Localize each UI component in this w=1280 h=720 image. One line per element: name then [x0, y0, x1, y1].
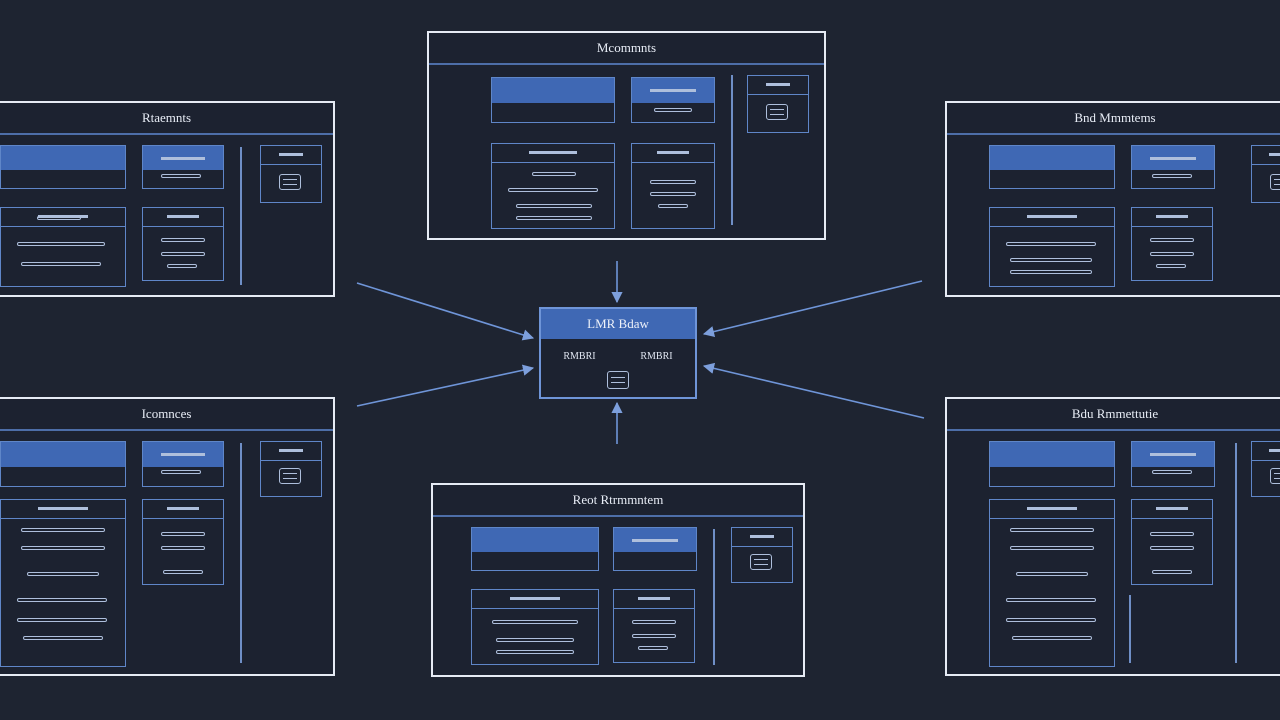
- hub-label-right: RMBRI: [640, 351, 673, 362]
- central-hub-node: LMR Bdaw RMBRI RMBRI: [539, 307, 697, 399]
- divider: [240, 147, 242, 285]
- hub-label-left: RMBRI: [563, 351, 596, 362]
- divider: [1235, 443, 1237, 663]
- divider: [1129, 595, 1131, 663]
- connector-bottom-left: [356, 364, 535, 407]
- header-block: [0, 441, 126, 487]
- form-widget: [1131, 499, 1213, 585]
- form-widget: [142, 499, 224, 585]
- header-block: [989, 441, 1115, 487]
- divider: [731, 75, 733, 225]
- panel-top-right: Bnd Mmmtems: [945, 101, 1280, 297]
- connector-top-left: [356, 282, 535, 341]
- list-widget: [0, 499, 126, 667]
- form-widget: [1131, 207, 1213, 281]
- window-icon: [279, 174, 301, 190]
- panel-title: Bdu Rmmettutie: [947, 399, 1280, 431]
- connector-top-right: [702, 280, 923, 338]
- divider: [713, 529, 715, 665]
- window-widget: [1251, 145, 1280, 203]
- header-block: [471, 527, 599, 571]
- list-widget: [989, 499, 1115, 667]
- list-widget: [491, 143, 615, 229]
- panel-top-center: Mcommnts: [427, 31, 826, 240]
- header-block: [0, 145, 126, 189]
- connector-bottom-right: [702, 362, 925, 419]
- form-widget: [631, 143, 715, 229]
- window-icon: [766, 104, 788, 120]
- panel-bottom-right: Bdu Rmmettutie: [945, 397, 1280, 676]
- window-icon: [750, 554, 772, 570]
- list-widget: [471, 589, 599, 665]
- window-icon: [1270, 468, 1280, 484]
- panel-title: Reot Rtrmmntem: [433, 485, 803, 517]
- header-block: [1131, 145, 1215, 189]
- window-icon: [1270, 174, 1280, 190]
- list-widget: [989, 207, 1115, 287]
- header-block: [142, 441, 224, 487]
- header-block: [142, 145, 224, 189]
- list-widget: [0, 207, 126, 287]
- panel-bottom-center: Reot Rtrmmntem: [431, 483, 805, 677]
- panel-bottom-left: Icomnces: [0, 397, 335, 676]
- window-widget: [260, 145, 322, 203]
- window-widget: [731, 527, 793, 583]
- divider: [240, 443, 242, 663]
- header-block: [631, 77, 715, 123]
- form-widget: [142, 207, 224, 281]
- header-block: [491, 77, 615, 123]
- panel-title: Icomnces: [0, 399, 333, 431]
- panel-title: Bnd Mmmtems: [947, 103, 1280, 135]
- panel-title: Mcommnts: [429, 33, 824, 65]
- window-icon: [607, 371, 629, 389]
- window-widget: [1251, 441, 1280, 497]
- header-block: [613, 527, 697, 571]
- window-icon: [279, 468, 301, 484]
- header-block: [989, 145, 1115, 189]
- panel-title: Rtaemnts: [0, 103, 333, 135]
- panel-top-left: Rtaemnts: [0, 101, 335, 297]
- hub-title: LMR Bdaw: [541, 309, 695, 339]
- window-widget: [260, 441, 322, 497]
- form-widget: [613, 589, 695, 663]
- header-block: [1131, 441, 1215, 487]
- window-widget: [747, 75, 809, 133]
